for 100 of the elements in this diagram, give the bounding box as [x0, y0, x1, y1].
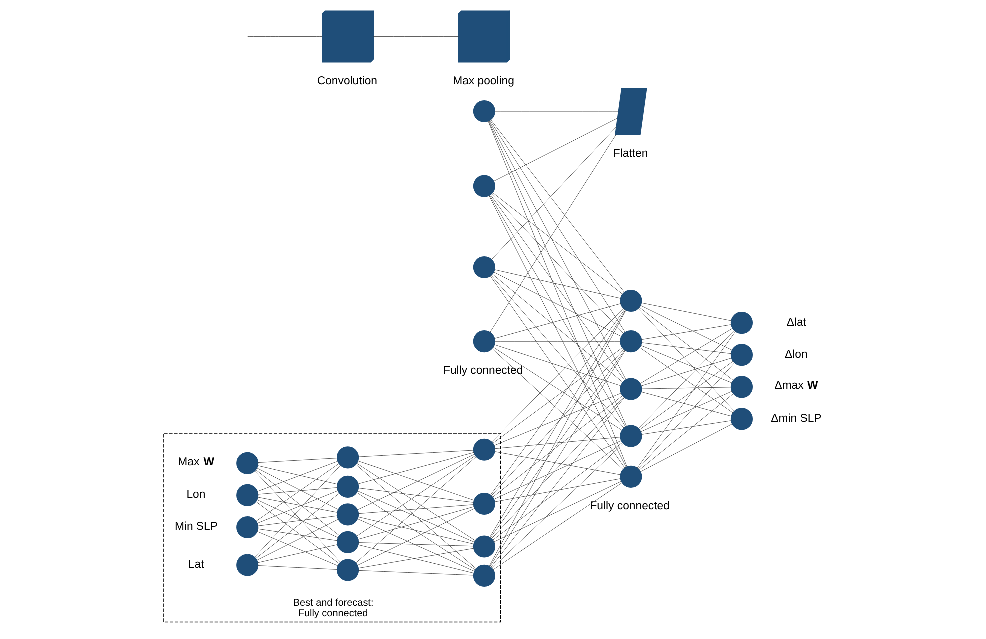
- connector: [258, 488, 338, 495]
- node-label: Lat: [188, 558, 204, 571]
- connector: [358, 542, 474, 547]
- connector: [494, 452, 621, 476]
- connector: [256, 464, 340, 522]
- node-circle: [473, 536, 496, 558]
- connector: [490, 276, 626, 468]
- connector: [258, 566, 338, 570]
- node-label: Min SLP: [174, 521, 218, 534]
- node-circle: [337, 504, 360, 526]
- node-circle: [620, 466, 642, 488]
- connector: [490, 120, 625, 293]
- connector: [358, 506, 474, 540]
- connector: [258, 544, 338, 564]
- connector: [640, 424, 732, 472]
- connector: [640, 328, 733, 384]
- connector: [356, 492, 476, 570]
- connector: [495, 341, 621, 342]
- connector: [492, 308, 624, 442]
- connector: [638, 308, 735, 412]
- connector: [258, 528, 338, 542]
- connector: [358, 548, 474, 569]
- connector: [494, 304, 622, 339]
- node-circle: [236, 452, 259, 474]
- connector: [491, 275, 624, 428]
- connector: [358, 452, 474, 484]
- connector: [494, 481, 622, 542]
- node-circle: [473, 492, 496, 516]
- node-circle: [620, 378, 642, 400]
- connector: [642, 302, 732, 322]
- connector: [642, 420, 732, 435]
- label: Fully connected: [590, 500, 670, 513]
- connector: [640, 305, 732, 351]
- node-circle: [236, 554, 259, 576]
- node-circle: [730, 344, 753, 366]
- node-circle: [337, 446, 360, 469]
- connector: [358, 544, 474, 574]
- connector: [641, 358, 732, 386]
- connector: [495, 437, 621, 450]
- node-label: Convolution: [317, 75, 378, 88]
- connector: [639, 394, 734, 470]
- connector: [492, 444, 624, 569]
- node-circle: [473, 100, 496, 123]
- node-label: Δlon: [785, 348, 808, 361]
- connector: [490, 196, 626, 428]
- connector: [358, 450, 474, 458]
- connector: [258, 516, 338, 526]
- node-circle: [236, 516, 259, 539]
- connector: [637, 332, 736, 468]
- connector: [257, 468, 338, 510]
- connector: [358, 488, 474, 503]
- connector: [492, 349, 624, 496]
- connector: [494, 478, 621, 502]
- node-circle: [620, 290, 642, 312]
- node-parallelogram: [615, 88, 648, 135]
- connector: [494, 393, 622, 446]
- connector: [358, 570, 474, 576]
- connector: [492, 396, 623, 498]
- node-label: Δmin SLP: [771, 412, 822, 425]
- connector: [642, 387, 732, 390]
- connector: [494, 440, 622, 500]
- connector: [495, 111, 619, 112]
- connector: [492, 192, 623, 295]
- node-circle: [620, 330, 642, 353]
- label: Fully connected: [443, 365, 524, 378]
- node-label: Δmax W: [774, 380, 818, 392]
- connector: [358, 516, 474, 544]
- connector: [373, 36, 459, 37]
- connector: [639, 307, 734, 381]
- connector: [358, 490, 475, 543]
- connector: [257, 532, 338, 566]
- connector: [358, 518, 475, 572]
- connector: [358, 508, 475, 566]
- node-circle: [473, 564, 496, 587]
- connector: [492, 348, 624, 470]
- connector: [638, 363, 735, 470]
- connector: [257, 490, 338, 524]
- connector: [258, 497, 338, 513]
- node-circle: [337, 531, 360, 554]
- connector: [256, 502, 340, 564]
- connector: [494, 270, 621, 299]
- connector: [490, 309, 626, 496]
- connector: [248, 36, 323, 37]
- connector: [638, 330, 734, 429]
- node-circle: [473, 438, 496, 461]
- connector: [641, 392, 732, 417]
- node-label: Max pooling: [453, 75, 514, 88]
- connector: [642, 324, 732, 340]
- connector: [492, 194, 624, 334]
- connector: [642, 342, 732, 354]
- connector: [492, 442, 623, 540]
- connector: [358, 454, 475, 510]
- connector: [258, 466, 338, 485]
- connector: [640, 391, 732, 432]
- node-label: Flatten: [613, 148, 648, 160]
- connector: [257, 500, 339, 538]
- node-circle: [337, 559, 360, 582]
- node-circle: [730, 312, 753, 334]
- node-circle: [473, 175, 496, 198]
- node-circle: [473, 256, 496, 279]
